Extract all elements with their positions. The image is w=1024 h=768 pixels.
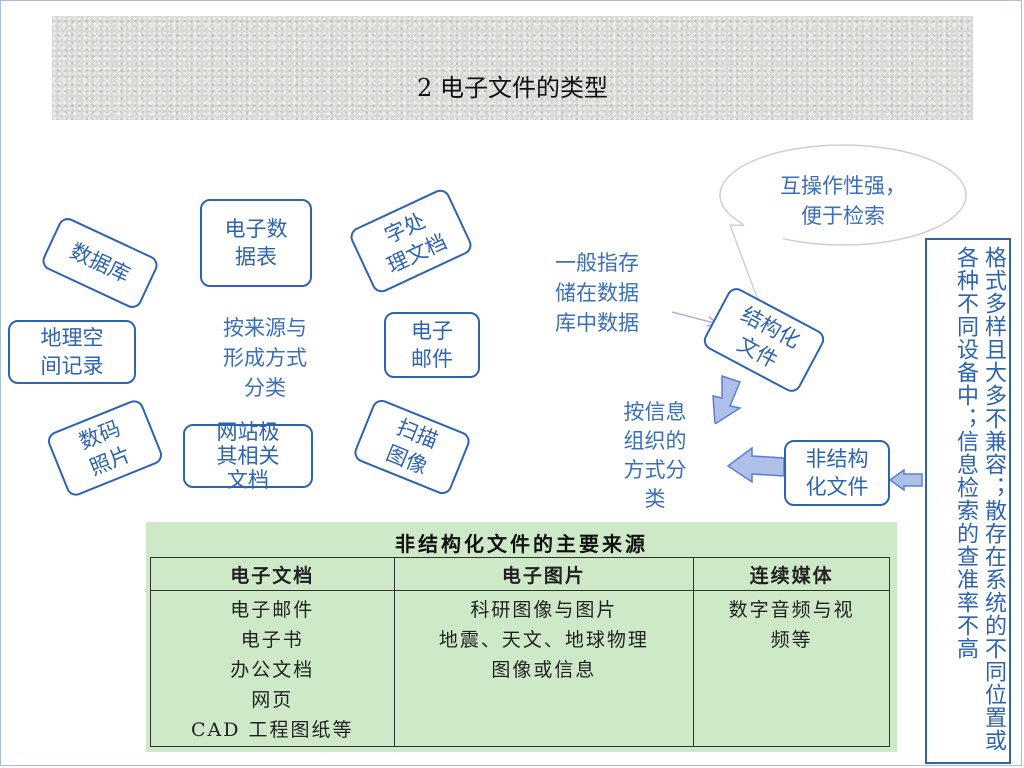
header-e-documents: 电子文档	[150, 557, 395, 591]
unstructured-traits-note: 格式多样且大多不兼容；散存在系统的不同位置或各种不同设备中；信息检索的查准率不高	[925, 238, 1011, 764]
small-block-arrow	[888, 468, 923, 492]
cell-e-documents: 电子邮件 电子书 办公文档 网页 CAD 工程图纸等	[150, 590, 395, 747]
cell-continuous-media: 数字音频与视 频等	[693, 590, 890, 747]
bubble-text: 互操作性强， 便于检索	[780, 174, 906, 228]
tag-website: 网站极 其相关 文档	[183, 420, 313, 492]
sources-table: 电子文档 电子图片 连续媒体 电子邮件 电子书 办公文档 网页 CAD 工程图纸…	[150, 557, 890, 747]
speech-bubble	[719, 144, 967, 303]
cell-e-images: 科研图像与图片 地震、天文、地球物理 图像或信息	[393, 590, 695, 747]
title-banner: 2 电子文件的类型	[52, 16, 973, 120]
tag-geo-record: 地理空 间记录	[8, 320, 136, 384]
header-e-images: 电子图片	[393, 557, 695, 591]
table-title: 非结构化文件的主要来源	[395, 532, 648, 556]
storage-arrow	[671, 311, 718, 324]
left-block-arrow	[726, 446, 785, 484]
down-block-arrow	[712, 374, 742, 426]
tag-e-table: 电子数 据表	[200, 199, 312, 287]
table-row: 电子邮件 电子书 办公文档 网页 CAD 工程图纸等 科研图像与图片 地震、天文…	[150, 590, 890, 747]
header-continuous-media: 连续媒体	[693, 557, 890, 591]
slide-title: 2 电子文件的类型	[417, 74, 608, 102]
table-header-row: 电子文档 电子图片 连续媒体	[150, 557, 890, 591]
storage-note: 一般指存 储在数据 库中数据	[555, 251, 639, 335]
organization-classification-center: 按信息 组织的 方式分 类	[584, 398, 726, 514]
tag-email: 电子 邮件	[384, 312, 480, 378]
unstructured-file: 非结构 化文件	[784, 440, 890, 506]
sources-table-panel: 非结构化文件的主要来源 电子文档 电子图片 连续媒体 电子邮件 电子书 办公文档…	[146, 522, 897, 752]
source-classification-center: 按来源与 形成方式 分类	[185, 304, 345, 412]
